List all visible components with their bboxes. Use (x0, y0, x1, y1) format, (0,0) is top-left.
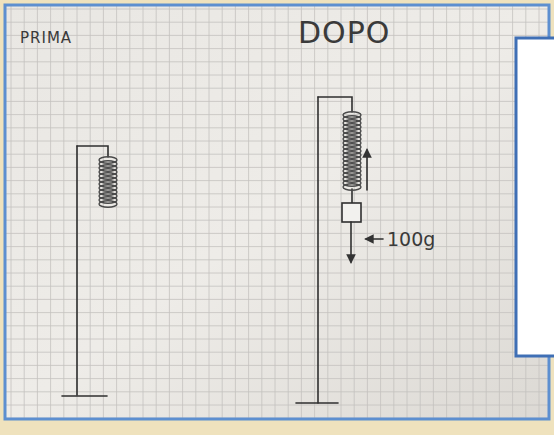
grid-line (288, 5, 289, 419)
grid-line (5, 180, 549, 181)
paper-sheet (5, 5, 549, 419)
grid-line (5, 35, 549, 36)
grid-line (209, 5, 210, 419)
grid-line (5, 273, 549, 274)
grid-line (50, 5, 51, 419)
grid-line (5, 154, 549, 155)
spring-coil (99, 201, 117, 207)
grid-line (5, 233, 549, 234)
before-heading: PRIMA (20, 30, 72, 47)
grid-line (5, 220, 549, 221)
grid-line (5, 101, 549, 102)
pointer-arrow (366, 238, 383, 240)
grid-line (169, 5, 170, 419)
grid-line (103, 5, 104, 419)
grid-line (5, 9, 549, 10)
grid-line (182, 5, 183, 419)
grid-line (5, 246, 549, 247)
grid-line (156, 5, 157, 419)
mass-label: 100g (387, 229, 435, 250)
grid-line (11, 5, 12, 419)
grid-line (499, 5, 500, 419)
stand-pole (317, 97, 319, 403)
grid-line (5, 299, 549, 300)
spring-coil (343, 184, 361, 190)
stand-pole (76, 146, 78, 395)
grid-line (275, 5, 276, 419)
grid-line (5, 88, 549, 89)
grid-line (433, 5, 434, 419)
grid-line (24, 5, 25, 419)
stand-base (62, 395, 107, 397)
grid-line (5, 207, 549, 208)
grid-line (129, 5, 130, 419)
grid-line (407, 5, 408, 419)
grid-line (222, 5, 223, 419)
grid-line (5, 141, 549, 142)
grid-line (5, 48, 549, 49)
after-heading: DOPO (298, 16, 390, 49)
grid-line (459, 5, 460, 419)
grid-line (5, 75, 549, 76)
grid-line (116, 5, 117, 419)
spring-force-arrow (366, 150, 368, 190)
photo-frame (5, 5, 549, 419)
grid-line (393, 5, 394, 419)
grid-line (5, 127, 549, 128)
grid-lines (5, 5, 549, 419)
weight-box (342, 203, 361, 222)
grid-line (327, 5, 328, 419)
grid-line (195, 5, 196, 419)
grid-line (248, 5, 249, 419)
grid-line (5, 405, 549, 406)
grid-line (5, 61, 549, 62)
grid-line (473, 5, 474, 419)
grid-line (90, 5, 91, 419)
grid-line (314, 5, 315, 419)
grid-line (261, 5, 262, 419)
stand-base (296, 402, 338, 404)
grid-line (380, 5, 381, 419)
grid-line (5, 114, 549, 115)
grid-line (486, 5, 487, 419)
grid-line (446, 5, 447, 419)
grid-line (5, 312, 549, 313)
grid-line (5, 22, 549, 23)
grid-line (5, 378, 549, 379)
grid-line (5, 339, 549, 340)
grid-line (143, 5, 144, 419)
grid-line (5, 286, 549, 287)
grid-line (63, 5, 64, 419)
grid-line (77, 5, 78, 419)
grid-line (367, 5, 368, 419)
grid-line (512, 5, 513, 419)
hook-line (351, 189, 353, 203)
grid-line (5, 325, 549, 326)
weight-force-arrow (350, 222, 352, 262)
grid-line (301, 5, 302, 419)
grid-line (5, 193, 549, 194)
stand-arm (318, 97, 352, 112)
blank-panel (516, 38, 554, 356)
grid-line (37, 5, 38, 419)
grid-line (5, 259, 549, 260)
grid-line (5, 365, 549, 366)
grid-line (5, 167, 549, 168)
stand-arm (77, 146, 108, 157)
grid-line (420, 5, 421, 419)
springs (99, 112, 361, 207)
grid-line (5, 391, 549, 392)
grid-line (235, 5, 236, 419)
grid-line (5, 352, 549, 353)
